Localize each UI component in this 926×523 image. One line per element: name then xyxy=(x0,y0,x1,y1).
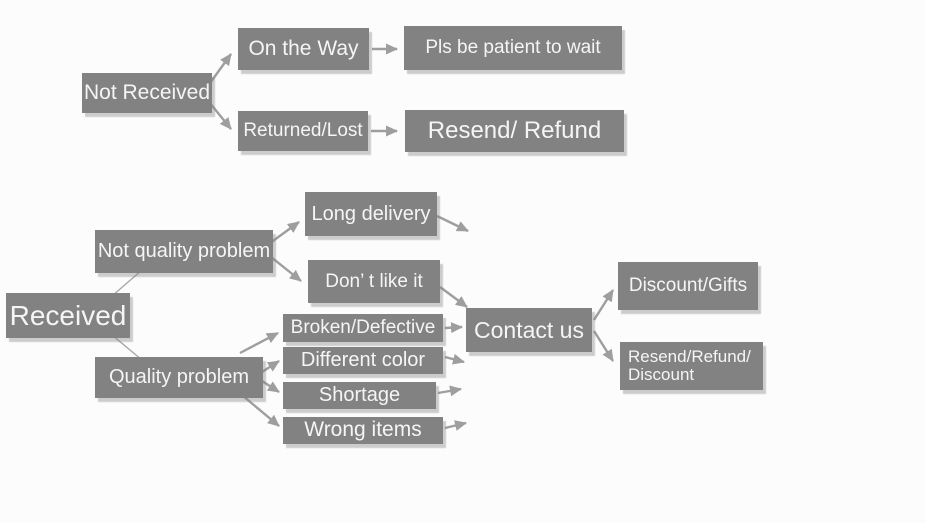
node-received: Received xyxy=(6,293,130,338)
node-pls-be-patient: Pls be patient to wait xyxy=(404,26,622,70)
node-resend-refund: Resend/ Refund xyxy=(405,110,624,152)
node-on-the-way: On the Way xyxy=(238,28,369,70)
node-dont-like-it: Don’ t like it xyxy=(308,260,440,303)
node-long-delivery: Long delivery xyxy=(305,192,437,236)
edge-quality-to-broken xyxy=(239,331,279,355)
edge-contact-us-to-resend-refund-discount xyxy=(592,330,615,362)
edge-contact-us-to-discount-gifts xyxy=(592,289,615,321)
node-resend-refund-discount: Resend/Refund/ Discount xyxy=(620,342,763,390)
node-different-color: Different color xyxy=(283,347,443,374)
node-resend-refund-discount-line1: Resend/Refund/ xyxy=(628,347,751,367)
node-quality-problem: Quality problem xyxy=(95,357,263,398)
edge-wrong-items-to-contact-us xyxy=(444,420,467,431)
edge-received-to-quality-problem xyxy=(111,334,143,361)
node-broken-defective: Broken/Defective xyxy=(283,314,443,342)
node-shortage: Shortage xyxy=(283,382,436,409)
node-not-quality-problem: Not quality problem xyxy=(95,230,273,273)
node-not-received: Not Received xyxy=(82,73,212,113)
edge-different-color-to-contact-us xyxy=(444,353,465,365)
edge-long-delivery-outcome xyxy=(436,214,469,233)
node-resend-refund-discount-line2: Discount xyxy=(628,365,695,384)
edge-quality-to-different-color xyxy=(261,359,280,374)
edge-shortage-to-contact-us xyxy=(437,385,462,397)
node-wrong-items: Wrong items xyxy=(283,417,443,444)
node-returned-lost: Returned/Lost xyxy=(238,111,368,151)
edge-received-to-not-quality-problem xyxy=(111,269,143,297)
edge-broken-to-contact-us xyxy=(444,322,463,334)
node-contact-us: Contact us xyxy=(466,308,592,352)
edge-dont-like-to-contact-us xyxy=(439,286,468,308)
edge-quality-to-shortage xyxy=(261,379,280,394)
node-discount-gifts: Discount/Gifts xyxy=(618,262,758,310)
edge-quality-to-wrong-items xyxy=(242,395,280,427)
